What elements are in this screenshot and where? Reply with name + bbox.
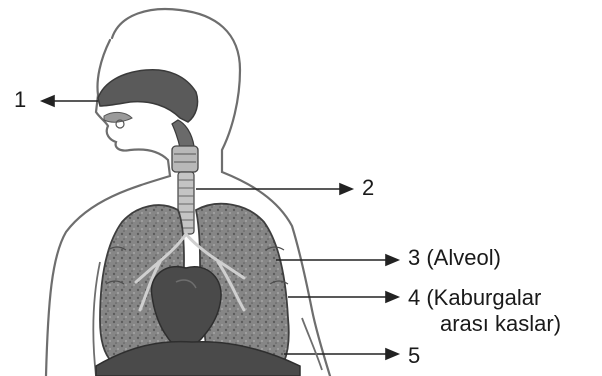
label-1: 1 (14, 88, 26, 112)
larynx (172, 146, 198, 172)
arm-line (302, 318, 322, 370)
label-4-intercostal-line1: 4 (Kaburgalar (408, 286, 541, 310)
label-5: 5 (408, 344, 420, 368)
label-2: 2 (362, 176, 374, 200)
label-4-intercostal-line2: arası kaslar) (440, 312, 561, 336)
shoulder-line (93, 262, 100, 376)
label-3-alveol: 3 (Alveol) (408, 246, 501, 270)
pharynx (172, 120, 194, 148)
